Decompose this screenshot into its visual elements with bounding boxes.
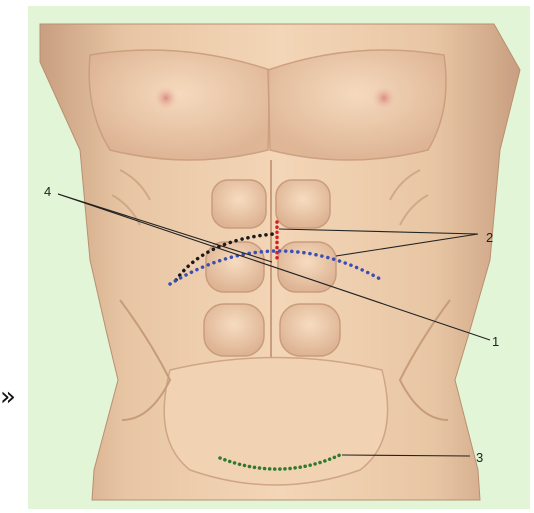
- side-marker: »: [0, 384, 16, 410]
- left-pectoral: [89, 50, 270, 160]
- callout-label-1: 1: [492, 334, 499, 349]
- lower-abdomen: [164, 358, 387, 486]
- callout-label-4: 4: [44, 184, 51, 199]
- right-pectoral: [268, 50, 446, 160]
- right-nipple: [372, 86, 396, 110]
- callout-label-3: 3: [476, 450, 483, 465]
- left-nipple: [154, 86, 178, 110]
- callout-label-2: 2: [486, 230, 493, 245]
